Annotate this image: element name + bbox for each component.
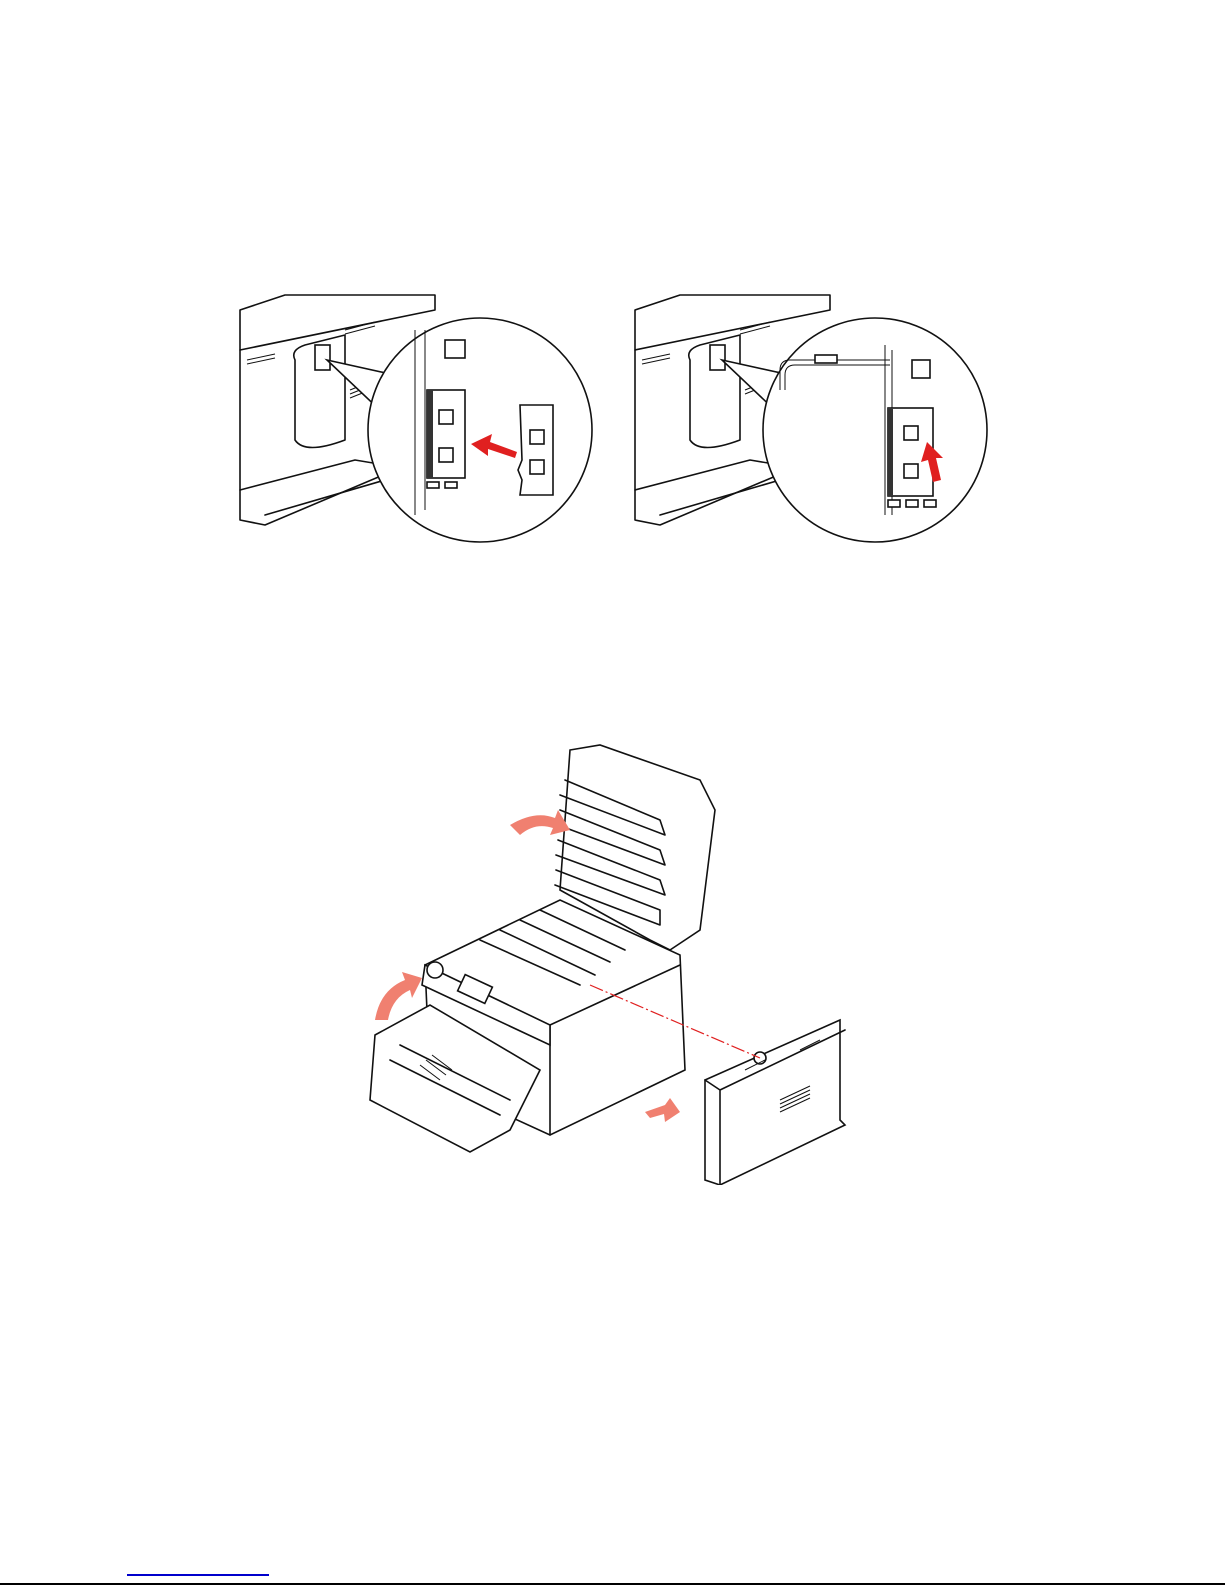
alignment-guide-line xyxy=(589,984,761,1059)
memory-insert-illustration xyxy=(235,290,605,545)
open-front-cover-arrow-icon xyxy=(375,972,422,1020)
close-cover-arrow-icon xyxy=(510,810,570,835)
memory-lock-illustration xyxy=(630,290,1000,545)
link-underline[interactable] xyxy=(127,1574,269,1576)
lock-arrow-icon xyxy=(921,442,943,482)
printer-side-cover-illustration xyxy=(360,740,860,1185)
attach-panel-arrow-icon xyxy=(645,1098,680,1122)
insert-arrow-icon xyxy=(471,434,517,458)
footer-rule xyxy=(0,1583,1225,1585)
